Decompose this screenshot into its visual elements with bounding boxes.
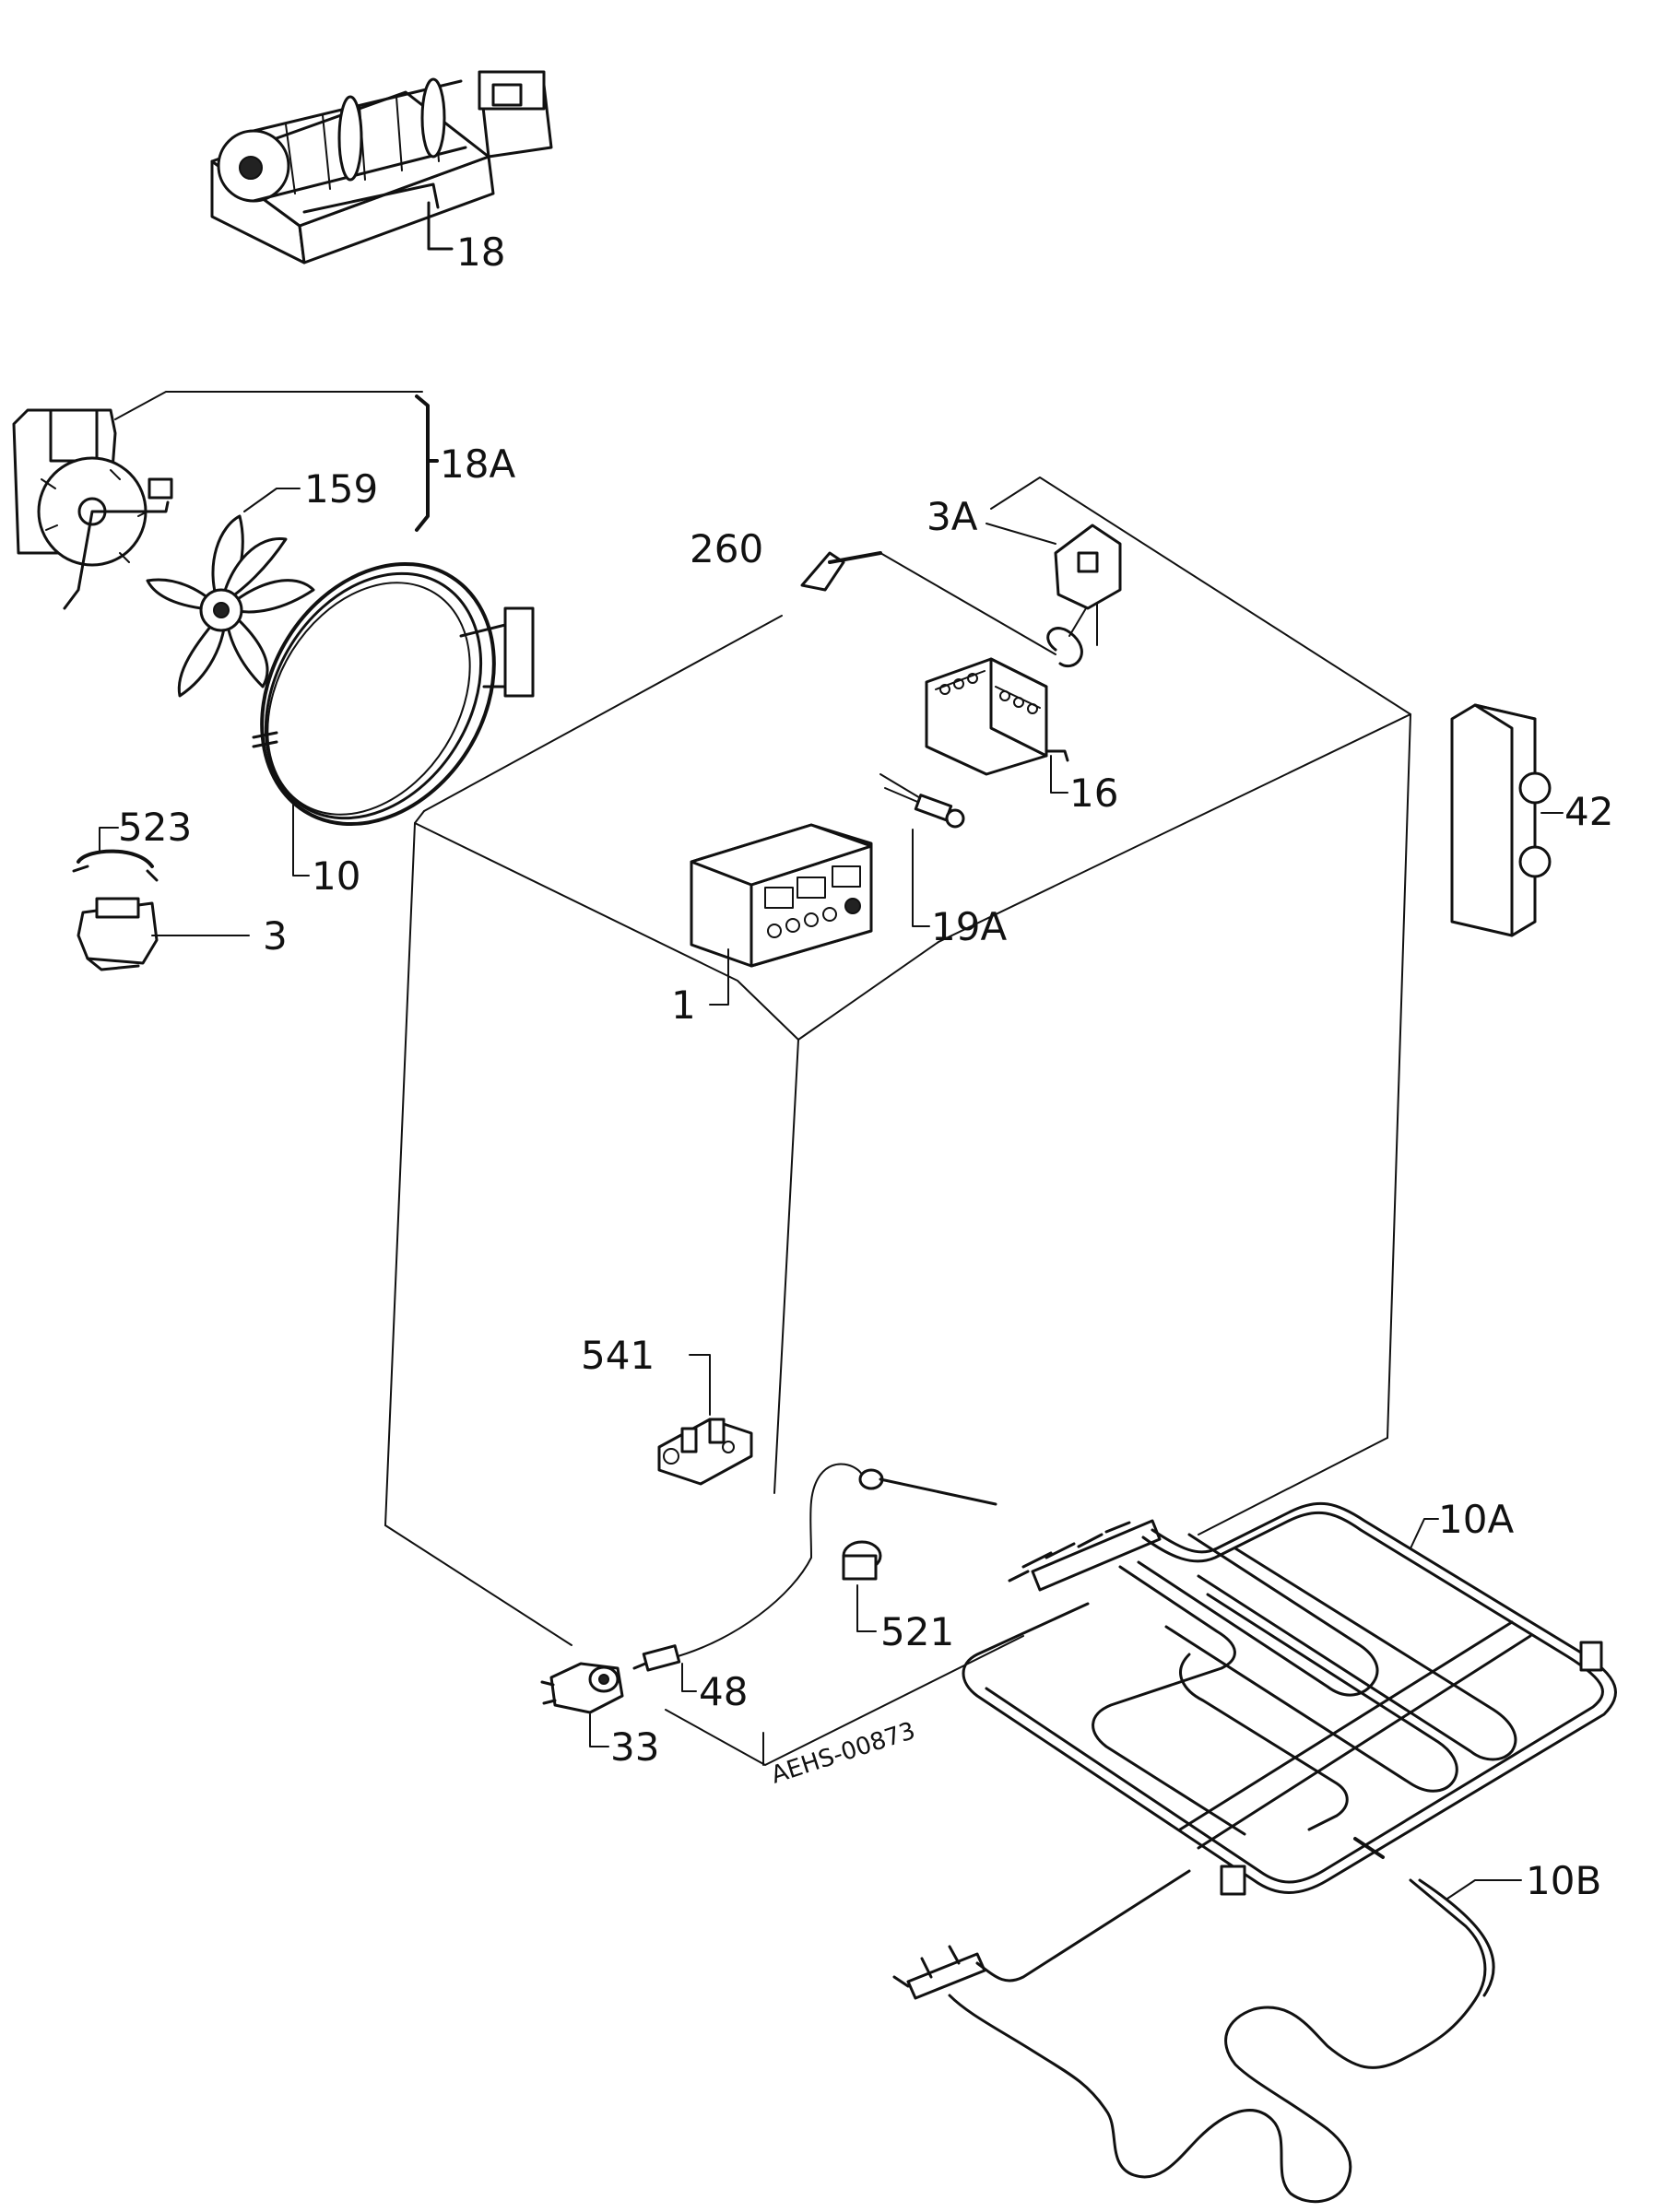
thermal-fuse-part bbox=[540, 1662, 624, 1747]
label-42: 42 bbox=[1564, 789, 1613, 834]
grill-element-part bbox=[962, 1501, 1617, 1896]
label-18A: 18A bbox=[440, 441, 515, 487]
label-18: 18 bbox=[456, 229, 505, 275]
label-10B: 10B bbox=[1526, 1858, 1601, 1903]
connector-541-part bbox=[657, 1354, 753, 1486]
bottom-element-part bbox=[892, 1837, 1522, 2204]
fan-motor-part bbox=[12, 391, 439, 610]
tangential-fan-part bbox=[210, 70, 553, 265]
pilot-lamp-part bbox=[879, 773, 965, 927]
selector-switch-part bbox=[925, 657, 1069, 794]
switch-3A-part bbox=[986, 523, 1122, 646]
label-19A: 19A bbox=[931, 904, 1007, 949]
timer-clock-part bbox=[690, 823, 873, 1006]
lamp-cover-part bbox=[842, 1540, 882, 1632]
label-33: 33 bbox=[610, 1724, 659, 1770]
label-521: 521 bbox=[880, 1609, 954, 1654]
label-10: 10 bbox=[312, 853, 360, 899]
label-3: 3 bbox=[263, 913, 288, 959]
label-159: 159 bbox=[304, 466, 378, 512]
label-1: 1 bbox=[671, 982, 696, 1028]
label-260: 260 bbox=[690, 526, 763, 571]
label-16: 16 bbox=[1069, 771, 1118, 816]
handle-panel-part bbox=[1450, 703, 1564, 937]
label-10A: 10A bbox=[1438, 1497, 1514, 1542]
temperature-probe-part bbox=[632, 1463, 997, 1692]
fan-blade-part bbox=[146, 488, 315, 698]
ring-element-part bbox=[252, 561, 535, 877]
oven-cabinet bbox=[384, 477, 1411, 1766]
label-541: 541 bbox=[581, 1333, 655, 1378]
probe-part bbox=[800, 551, 1087, 668]
label-523: 523 bbox=[118, 805, 192, 850]
thermostat-clamp-part bbox=[77, 897, 250, 971]
label-48: 48 bbox=[699, 1669, 748, 1714]
label-3A: 3A bbox=[927, 494, 978, 539]
clip-part bbox=[72, 827, 159, 882]
